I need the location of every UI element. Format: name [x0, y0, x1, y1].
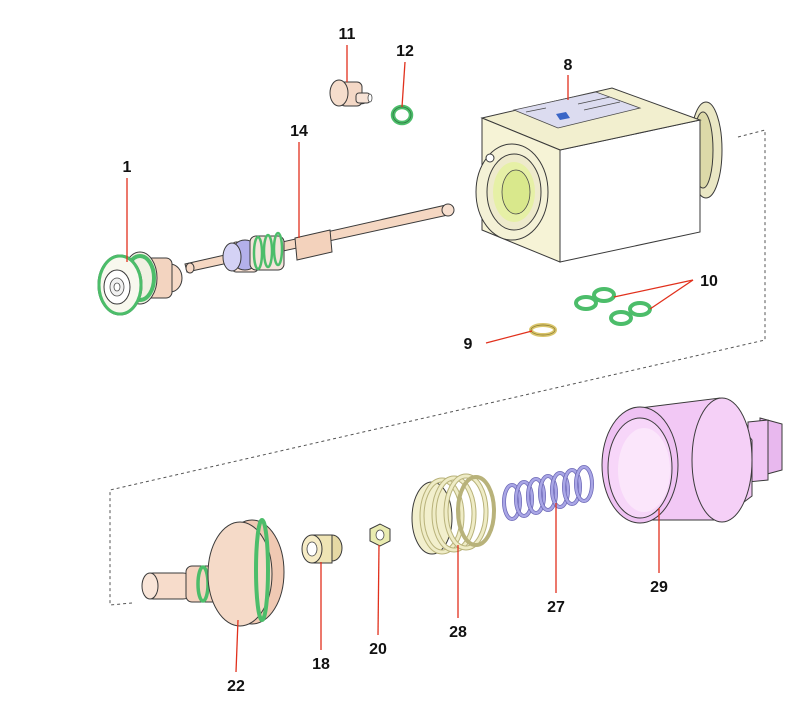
leader-12: [401, 61, 406, 108]
part-10-o-rings[interactable]: [574, 287, 652, 326]
part-28-large-spring[interactable]: [411, 473, 496, 555]
part-22-piston[interactable]: [141, 518, 285, 627]
callout-20: 20: [369, 641, 387, 658]
callout-labels: 1 14 11 12 8 10 9 22 18 20 28 27 29: [123, 26, 718, 695]
part-27-small-spring[interactable]: [502, 465, 594, 521]
part-8-housing[interactable]: [475, 87, 723, 263]
part-18-bushing[interactable]: [301, 534, 343, 564]
callout-1: 1: [123, 159, 132, 176]
part-11-valve[interactable]: [329, 79, 373, 107]
callout-27: 27: [547, 599, 565, 616]
part-14-needle[interactable]: [184, 203, 455, 274]
leader-22: [235, 619, 239, 673]
callout-14: 14: [290, 123, 308, 140]
part-1-nozzle[interactable]: [97, 251, 183, 316]
callout-11: 11: [339, 26, 356, 43]
leader-10a: [613, 279, 694, 298]
callout-18: 18: [312, 656, 330, 673]
part-9-washer[interactable]: [529, 323, 557, 337]
callout-28: 28: [449, 624, 467, 641]
leader-20: [377, 544, 380, 636]
leader-9: [485, 330, 533, 344]
assembly-guide-dashed-line: [109, 129, 766, 606]
callout-29: 29: [650, 579, 668, 596]
part-29-cap[interactable]: [601, 397, 783, 524]
callout-8: 8: [564, 57, 573, 74]
callout-22: 22: [227, 678, 245, 695]
leader-lines: [126, 45, 694, 673]
leader-10b: [649, 279, 694, 310]
callout-12: 12: [396, 43, 414, 60]
callout-9: 9: [464, 336, 473, 353]
part-12-o-ring[interactable]: [390, 104, 414, 126]
callout-10: 10: [700, 273, 718, 290]
part-20-hex-nut[interactable]: [369, 523, 391, 547]
